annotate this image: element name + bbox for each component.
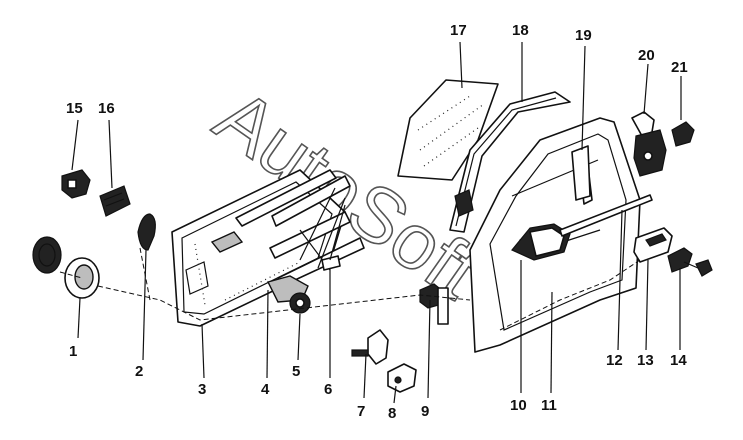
callout-21: 21: [671, 59, 688, 76]
callout-12: 12: [606, 352, 623, 369]
callout-5: 5: [292, 363, 300, 380]
callout-14: 14: [670, 352, 687, 369]
callout-15: 15: [66, 100, 83, 117]
part-4-6-window-regulator: [235, 169, 365, 314]
part-17-door-glass: [397, 79, 499, 181]
callout-4: 4: [261, 381, 270, 398]
callout-6: 6: [324, 381, 332, 398]
part-15-clip: [61, 169, 91, 199]
callout-numbers: 1 2 3 4 5 6 7 8 9 10 11 12 13 14 15 16 1…: [66, 22, 688, 422]
callout-9: 9: [421, 403, 429, 420]
callout-3: 3: [198, 381, 206, 398]
callout-2: 2: [135, 363, 143, 380]
callout-11: 11: [541, 397, 557, 414]
callout-7: 7: [357, 403, 365, 420]
callout-20: 20: [638, 47, 655, 64]
part-20-door-lock: [631, 111, 667, 177]
part-21-lock-actuator: [671, 121, 695, 147]
part-12-belt-moulding: [559, 194, 653, 237]
assembly-line-right: [499, 259, 641, 331]
callout-17: 17: [450, 22, 467, 39]
callout-10: 10: [510, 397, 527, 414]
callout-13: 13: [637, 352, 654, 369]
callout-1: 1: [69, 343, 77, 360]
part-8-hinge: [387, 363, 417, 393]
callout-19: 19: [575, 27, 592, 44]
leader-lines: [71, 41, 682, 404]
part-7-striker: [351, 329, 389, 365]
part-13-outside-handle: [633, 227, 673, 263]
mirror: [511, 223, 571, 261]
part-16-switch: [99, 185, 131, 217]
part-18-window-frame: [449, 91, 571, 233]
assembly-line-lower: [97, 285, 471, 321]
part-2-handle: [137, 213, 156, 251]
part-19-run-channel: [571, 145, 591, 201]
callout-8: 8: [388, 405, 396, 422]
part-14-lock-cylinder: [667, 247, 713, 277]
callout-16: 16: [98, 100, 115, 117]
callout-18: 18: [512, 22, 529, 39]
part-9-hinge: [419, 283, 449, 325]
part-1-speaker: [32, 236, 100, 299]
